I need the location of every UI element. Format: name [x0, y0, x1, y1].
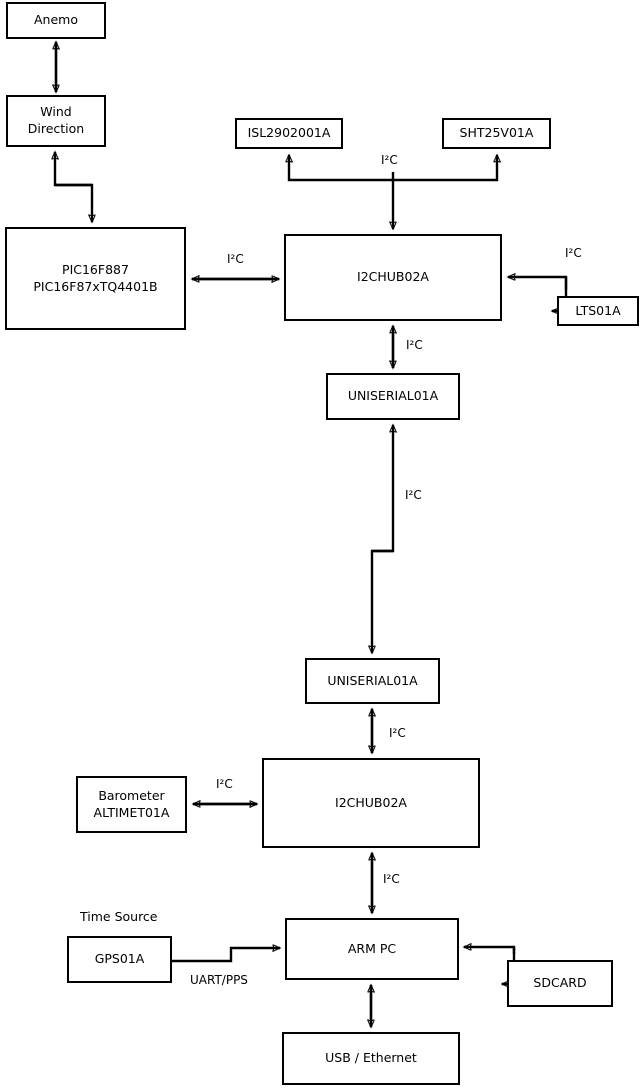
edge-label-i2c-sensor-bus: I²C — [381, 153, 398, 167]
node-pic-microcontroller[interactable]: PIC16F887 PIC16F87xTQ4401B — [5, 227, 186, 330]
edge-label-i2c-pic-hub: I²C — [227, 252, 244, 266]
edge-label-i2c-hub-uniserial-top: I²C — [406, 338, 423, 352]
node-usb-ethernet[interactable]: USB / Ethernet — [282, 1032, 460, 1085]
wire-hub-to-isl — [289, 155, 393, 182]
wire-uniserial-bot-to-top — [372, 425, 393, 553]
node-wind-direction[interactable]: Wind Direction — [6, 95, 106, 147]
edge-label-i2c-hub-armpc: I²C — [383, 872, 400, 886]
node-sdcard[interactable]: SDCARD — [507, 960, 613, 1007]
wire-pic-to-wind — [55, 152, 92, 187]
edge-label-i2c-lts: I²C — [565, 246, 582, 260]
node-gps01a[interactable]: GPS01A — [67, 936, 172, 983]
wire-lts-to-hub — [508, 277, 568, 290]
wire-hub-to-sht — [393, 155, 497, 182]
node-barometer-altimet01a[interactable]: Barometer ALTIMET01A — [76, 776, 187, 833]
node-isl2902001a[interactable]: ISL2902001A — [235, 118, 343, 149]
wire-uniserial-top-to-bot — [372, 549, 393, 653]
node-arm-pc[interactable]: ARM PC — [285, 918, 459, 980]
edge-label-i2c-uniserial-link: I²C — [405, 488, 422, 502]
node-i2chub02a-top[interactable]: I2CHUB02A — [284, 234, 502, 321]
node-lts01a[interactable]: LTS01A — [557, 296, 639, 326]
label-time-source: Time Source — [80, 909, 158, 924]
edge-label-uart-pps: UART/PPS — [190, 973, 248, 987]
node-anemo[interactable]: Anemo — [6, 2, 106, 39]
node-uniserial01a-bottom[interactable]: UNISERIAL01A — [305, 658, 440, 704]
node-sht25v01a[interactable]: SHT25V01A — [442, 118, 551, 149]
edge-label-i2c-barometer: I²C — [216, 777, 233, 791]
wire-gps-to-armpc — [172, 948, 280, 963]
edge-label-i2c-uniserial-bottom-hub: I²C — [389, 726, 406, 740]
wire-sdcard-to-armpc — [464, 947, 516, 954]
node-uniserial01a-top[interactable]: UNISERIAL01A — [326, 373, 460, 420]
wire-wind-to-pic — [55, 183, 92, 222]
node-i2chub02a-bottom[interactable]: I2CHUB02A — [262, 758, 480, 848]
